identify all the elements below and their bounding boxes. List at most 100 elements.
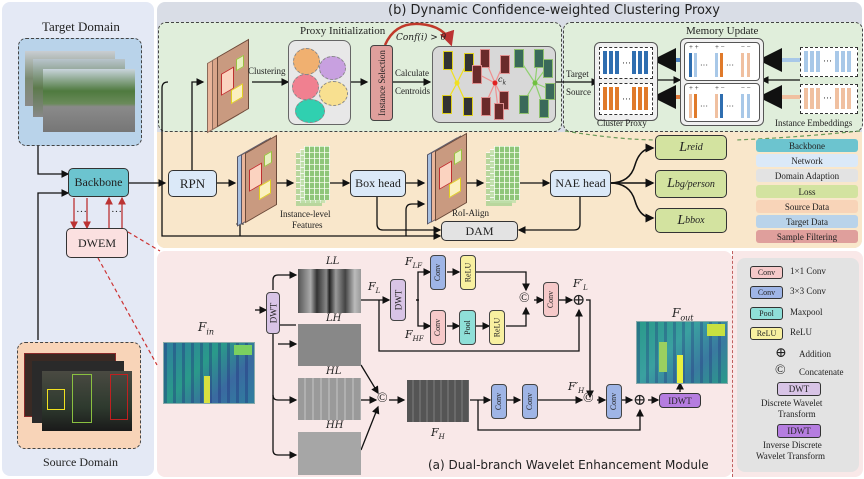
target-domain-label: Target Domain xyxy=(42,19,120,34)
f-l-label: FL xyxy=(368,280,381,296)
legend-relu: ReLU ReLU xyxy=(750,327,860,341)
dam-block[interactable]: DAM xyxy=(441,221,518,241)
cluster-pink xyxy=(292,74,319,100)
relu-lf[interactable]: ReLU xyxy=(460,255,476,290)
f-hf-label: FHF xyxy=(405,328,424,344)
legend-source-data: Source Data xyxy=(756,200,858,213)
legend-conv-1x1: Conv 1×1 Conv xyxy=(750,266,860,280)
f-h-label: FH xyxy=(431,426,445,442)
nae-head-block[interactable]: NAE head xyxy=(550,170,611,197)
proxy-init-label: Proxy Initialization xyxy=(300,25,386,37)
cluster-proxy-label: Cluster Proxy xyxy=(597,118,647,128)
clustering-label: Clustering xyxy=(248,66,286,76)
memory-source-bank: + + + − − − ··· ··· xyxy=(684,83,760,122)
feature-map-roi xyxy=(427,132,467,225)
concat-symbol-high: © xyxy=(377,391,388,406)
legend-concat-icon: © xyxy=(775,363,786,378)
legend-dwt-desc-1: Discrete Wavelet xyxy=(761,398,823,408)
conv-3x3-lf[interactable]: Conv xyxy=(430,255,446,290)
f-out-label: Fout xyxy=(672,306,694,323)
color-legend: Backbone Network Domain Adaption Loss So… xyxy=(756,139,858,247)
instance-level-features-grid xyxy=(296,146,330,208)
memory-target-bank: + + + − − − ··· ··· xyxy=(684,42,760,81)
source-label: Source xyxy=(566,87,591,97)
legend-pool: Pool Maxpool xyxy=(750,307,860,321)
conv-1x1-hf[interactable]: Conv xyxy=(430,310,446,345)
legend-addition-label: Addition xyxy=(799,349,832,359)
box-head-block[interactable]: Box head xyxy=(350,170,406,197)
conv-3x3-high-1[interactable]: Conv xyxy=(491,384,507,419)
source-image-front xyxy=(42,371,132,431)
backbone-ellipsis-right: ··· xyxy=(111,206,122,218)
memory-update-panel: + + + − − − ··· ··· + + + − − − ··· ··· xyxy=(680,38,764,126)
clustering-panel xyxy=(288,40,351,125)
f-in-heatmap xyxy=(163,342,255,404)
dwt-block-main[interactable]: DWT xyxy=(266,292,280,334)
cluster-orange xyxy=(293,48,320,75)
target-to-backbone-arrow xyxy=(37,145,70,178)
target-image-front xyxy=(43,69,135,132)
source-domain-label: Source Domain xyxy=(43,455,118,469)
cluster-teal xyxy=(295,99,325,123)
add-symbol-low: ⊕ xyxy=(572,292,586,309)
legend-addition-icon: ⊕ xyxy=(775,346,787,361)
f-out-heatmap xyxy=(636,321,728,384)
section-a-title: (a) Dual-branch Wavelet Enhancement Modu… xyxy=(428,458,709,472)
add-symbol-high: ⊕ xyxy=(633,392,647,409)
cluster-purple xyxy=(319,56,346,80)
instance-features-label-1: Instance-level xyxy=(280,209,331,219)
legend-idwt-chip: IDWT xyxy=(777,424,821,438)
ll-subband-image xyxy=(298,269,361,313)
roi-features-grid xyxy=(486,146,520,208)
dwt-block-low[interactable]: DWT xyxy=(390,279,406,321)
rpn-block[interactable]: RPN xyxy=(168,170,217,197)
calculate-label: Calculate xyxy=(395,68,429,78)
target-domain-image-frame xyxy=(18,38,142,146)
centroids-label: Centroids xyxy=(395,86,430,96)
roi-align-label: RoI-Align xyxy=(452,208,489,218)
feature-map-rpn xyxy=(237,134,277,227)
target-label: Target xyxy=(566,69,589,79)
backbone-ellipsis-left: ··· xyxy=(76,206,87,218)
f-l-prime-label: F′L xyxy=(573,277,588,293)
legend-idwt-desc-2: Wavelet Transform xyxy=(756,451,826,461)
bbox-green xyxy=(72,374,92,423)
hl-subband-image xyxy=(298,378,361,420)
centroid-ck-label: ck xyxy=(498,75,507,87)
legend-loss: Loss xyxy=(756,185,858,198)
dwem-block[interactable]: DWEM xyxy=(66,228,128,258)
source-proxy-memory: ··· xyxy=(599,83,653,115)
legend-sample-filtering: Sample Filtering xyxy=(756,230,858,243)
ll-label: LL xyxy=(326,256,340,267)
dwem-legend: Conv 1×1 Conv Conv 3×3 Conv Pool Maxpool… xyxy=(737,258,859,472)
idwt-block[interactable]: IDWT xyxy=(659,393,701,408)
hl-label: HL xyxy=(326,366,342,377)
hh-label: HH xyxy=(326,420,344,431)
bbox-yellow xyxy=(47,389,65,410)
legend-idwt-desc-1: Inverse Discrete xyxy=(763,440,822,450)
f-lf-label: FLF xyxy=(405,255,423,271)
memory-update-label: Memory Update xyxy=(686,25,759,37)
f-h-prime-label: F′H xyxy=(568,380,585,396)
backbone-block[interactable]: Backbone xyxy=(68,168,129,197)
conv-3x3-high-2[interactable]: Conv xyxy=(522,384,538,419)
hh-subband-image xyxy=(298,432,361,475)
instance-features-label-2: Features xyxy=(292,220,323,230)
instance-embedding-source: ··· xyxy=(800,84,858,114)
legend-concat-label: Concatenate xyxy=(799,367,844,377)
concat-symbol-low: © xyxy=(519,291,530,306)
centroids-panel: ck xyxy=(432,46,556,123)
legend-target-data: Target Data xyxy=(756,215,858,228)
legend-dwt-chip: DWT xyxy=(777,382,821,396)
relu-hf[interactable]: ReLU xyxy=(489,310,505,345)
instance-embeddings-label: Instance Embeddings xyxy=(775,118,853,128)
bbox-red xyxy=(110,374,128,420)
conv-1x1-low-out[interactable]: Conv xyxy=(543,282,559,317)
pool-hf[interactable]: Pool xyxy=(459,310,476,345)
f-h-image xyxy=(407,380,469,422)
conv-3x3-high-out[interactable]: Conv xyxy=(606,384,622,419)
source-domain-image-frame xyxy=(17,342,141,449)
instance-selection-block[interactable]: Instance Selection xyxy=(370,45,393,121)
